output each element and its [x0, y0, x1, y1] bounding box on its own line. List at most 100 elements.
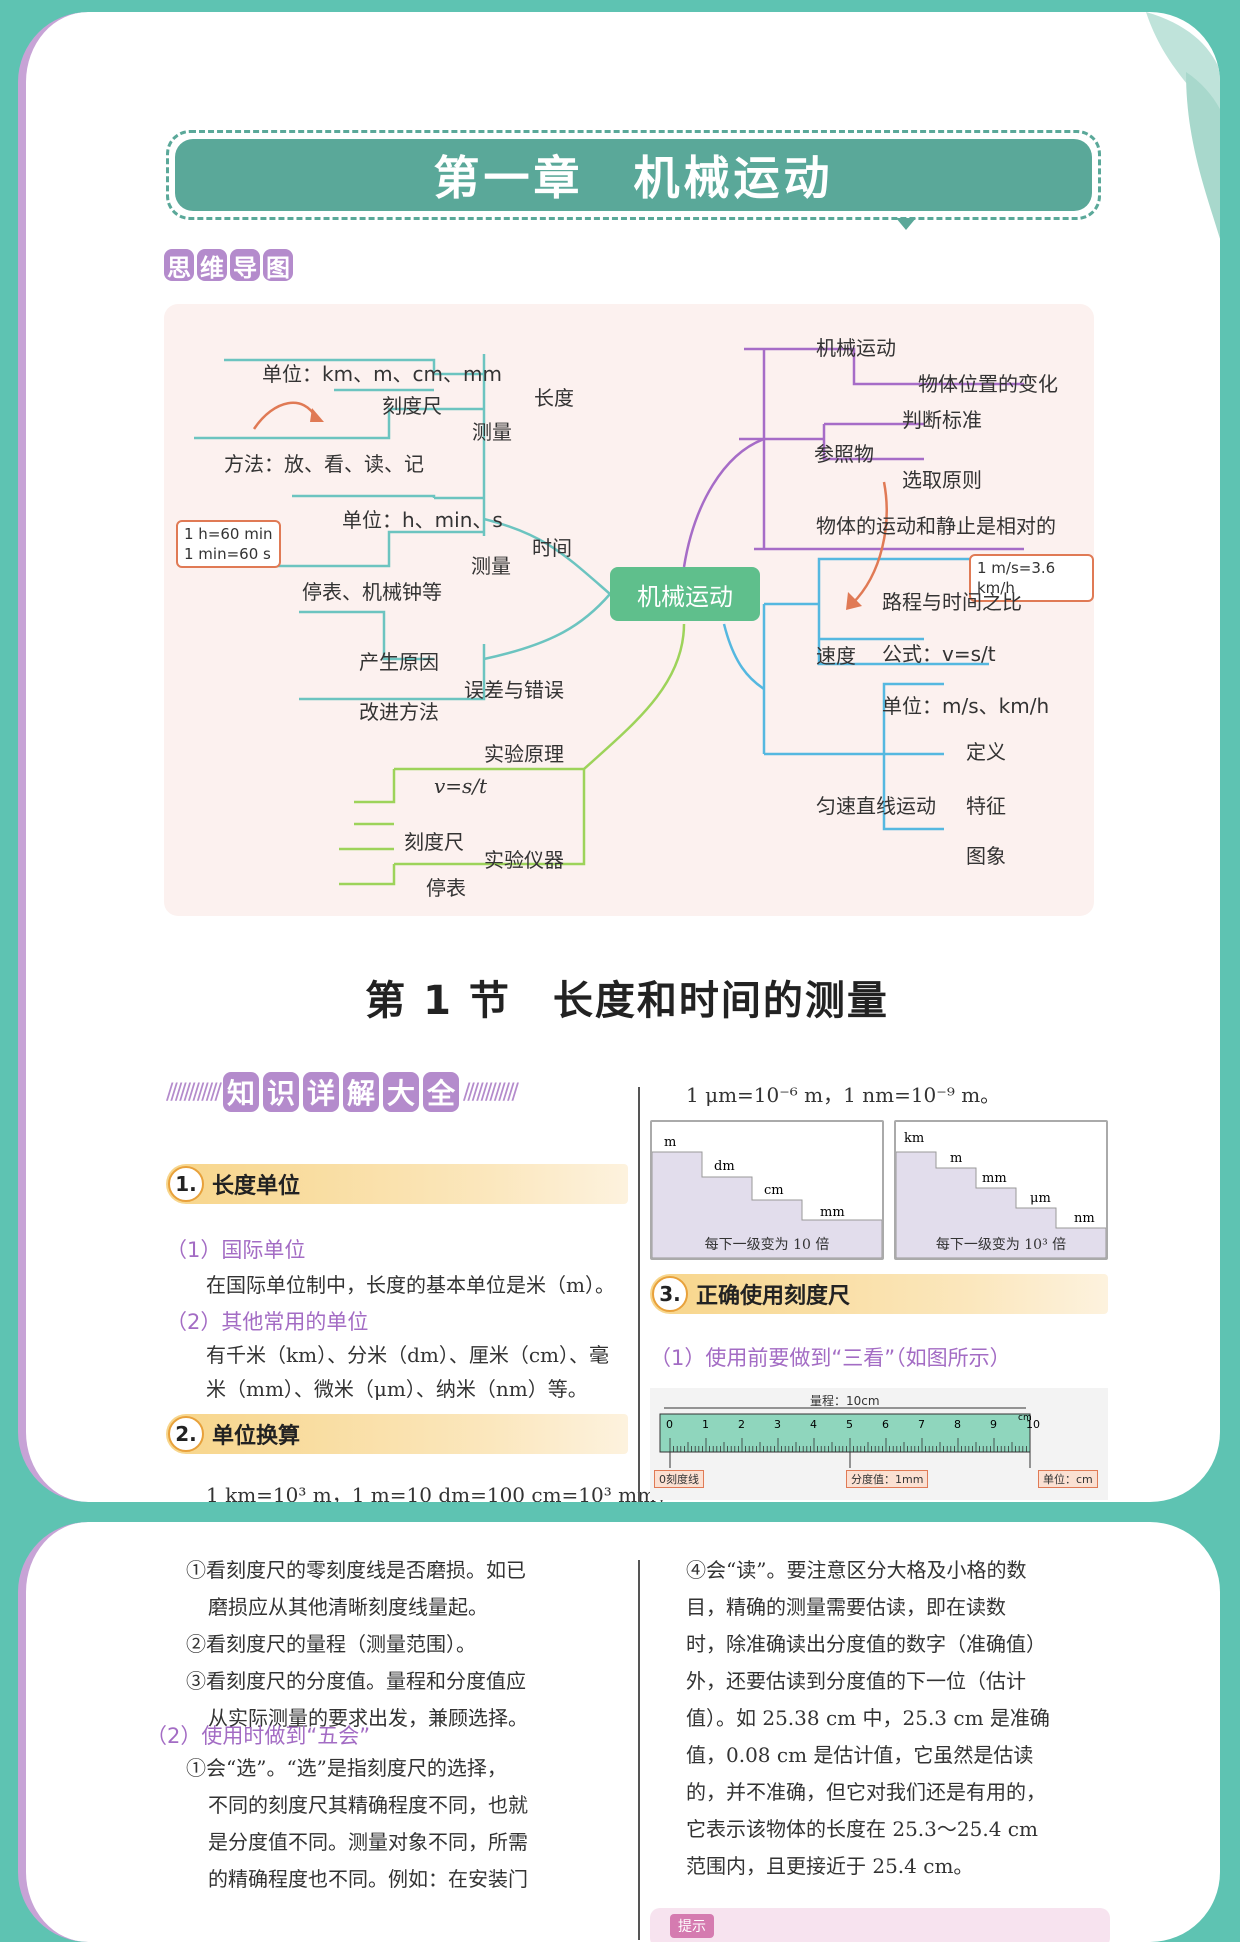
ruler-division-label: 分度值：1mm: [846, 1470, 929, 1488]
banner-char: 解: [342, 1072, 379, 1112]
stair-graphic: km m mm μm nm: [895, 1131, 1107, 1259]
mm-definition: 定义: [966, 740, 1006, 764]
paragraph: 米（mm）、微米（μm）、纳米（nm）等。: [206, 1377, 588, 1401]
svg-text:cm: cm: [764, 1183, 784, 1198]
mm-improve: 改进方法: [359, 700, 439, 724]
mm-error: 误差与错误: [464, 678, 564, 702]
mm-exp-principle: 实验原理: [484, 742, 564, 766]
text-line: 值）。如 25.38 cm 中，25.3 cm 是准确: [686, 1706, 1050, 1730]
heading-text: 长度单位: [212, 1174, 301, 1199]
text-line: ③看刻度尺的分度值。量程和分度值应: [186, 1669, 526, 1693]
decorative-slashes: ////////////: [462, 1079, 519, 1105]
heading-number: 1.: [168, 1166, 204, 1202]
ruler-zero-label: 0刻度线: [654, 1470, 704, 1488]
mm-pos-change: 物体位置的变化: [918, 372, 1058, 396]
mind-map: 机械运动 单位：km、m、cm、mm 刻度尺 长度 测量 方法：放、看、读、记 …: [164, 304, 1094, 916]
text-line: ②看刻度尺的量程（测量范围）。: [186, 1632, 476, 1656]
mm-speed-unit: 单位：m/s、km/h: [882, 694, 1050, 718]
ruler-tick-label: 7: [918, 1418, 925, 1431]
ruler-unit: cm: [1018, 1413, 1032, 1423]
knowledge-banner: //////////// 知 识 详 解 大 全 ////////////: [166, 1070, 626, 1114]
svg-text:m: m: [950, 1151, 962, 1166]
svg-text:km: km: [904, 1131, 924, 1146]
mm-time-conversion-box: 1 h=60 min 1 min=60 s: [176, 520, 281, 568]
text-line: 的，并不准确，但它对我们还是有用的，: [686, 1780, 1046, 1804]
tip-box: 提示: [650, 1908, 1110, 1942]
ruler-tick-label: 3: [774, 1418, 781, 1431]
column-divider: [638, 1560, 640, 1940]
mm-time-unit: 单位：h、min、s: [342, 508, 503, 532]
ruler-tick-label: 9: [990, 1418, 997, 1431]
ruler-tick-label: 8: [954, 1418, 961, 1431]
mm-feature: 特征: [966, 794, 1006, 818]
mindmap-label-char: 思: [164, 249, 194, 282]
column-divider: [638, 1087, 640, 1502]
ruler-tick-label: 1: [702, 1418, 709, 1431]
banner-char: 知: [222, 1072, 259, 1112]
mm-mech-motion: 机械运动: [816, 336, 896, 360]
five-skills-list: ①会“选”。“选”是指刻度尺的选择，不同的刻度尺其精确程度不同，也就是分度值不同…: [186, 1750, 626, 1898]
stair-diagram-metric: m dm cm mm 每下一级变为 10 倍: [650, 1120, 884, 1260]
banner-char: 识: [262, 1072, 299, 1112]
mindmap-center-node: 机械运动: [610, 567, 760, 621]
mindmap-label-char: 导: [230, 249, 260, 282]
mm-stopwatch: 停表、机械钟等: [302, 580, 442, 604]
text-line: 时，除准确读出分度值的数字（准确值）: [686, 1632, 1046, 1656]
heading-number: 3.: [652, 1276, 688, 1312]
heading-ruler-use: 3. 正确使用刻度尺: [650, 1274, 1108, 1314]
text-line: ④会“读”。要注意区分大格及小格的数: [686, 1558, 1027, 1582]
mm-time: 时间: [532, 536, 572, 560]
stair-graphic: m dm cm mm: [651, 1135, 883, 1259]
text-line: 值，0.08 cm 是估计值，它虽然是估读: [686, 1743, 1034, 1767]
text-line: 的精确程度也不同。例如：在安装门: [208, 1867, 528, 1891]
banner-char: 大: [382, 1072, 419, 1112]
text-line: ①会“选”。“选”是指刻度尺的选择，: [186, 1756, 507, 1780]
title-pointer: [896, 218, 916, 230]
ruler-tick-label: 4: [810, 1418, 817, 1431]
svg-text:mm: mm: [820, 1205, 845, 1220]
text-line: 从实际测量的要求出发，兼顾选择。: [208, 1706, 528, 1730]
heading-text: 单位换算: [212, 1424, 301, 1449]
reading-skill-paragraph: ④会“读”。要注意区分大格及小格的数目，精确的测量需要估读，即在读数时，除准确读…: [686, 1552, 1126, 1885]
banner-char: 全: [422, 1072, 459, 1112]
svg-text:dm: dm: [714, 1159, 735, 1174]
text-line: 它表示该物体的长度在 25.3～25.4 cm: [686, 1817, 1038, 1841]
mm-speed: 速度: [816, 644, 856, 668]
mindmap-label-char: 图: [263, 249, 293, 282]
ruler-tick-label: 5: [846, 1418, 853, 1431]
ruler-range-label: 量程：10cm: [810, 1394, 880, 1408]
paragraph: 在国际单位制中，长度的基本单位是米（m）。: [206, 1273, 615, 1297]
mm-speed-formula: 公式：v=s/t: [882, 642, 996, 666]
mm-length: 长度: [534, 386, 574, 410]
mm-measure: 测量: [472, 420, 512, 444]
text-line: 范围内，且更接近于 25.4 cm。: [686, 1854, 974, 1878]
paragraph: 有千米（km）、分米（dm）、厘米（cm）、毫: [206, 1343, 610, 1367]
mm-exp-stopwatch: 停表: [426, 876, 466, 900]
svg-text:mm: mm: [982, 1171, 1007, 1186]
text-line: 外，还要估读到分度值的下一位（估计: [686, 1669, 1026, 1693]
mm-graph: 图象: [966, 844, 1006, 868]
heading-number: 2.: [168, 1416, 204, 1452]
text-line: ①看刻度尺的零刻度线是否磨损。如已: [186, 1558, 526, 1582]
subheading: （2）使用时做到“五会”: [146, 1724, 371, 1748]
mm-exp-instrument: 实验仪器: [484, 848, 564, 872]
mm-judge: 判断标准: [902, 408, 982, 432]
mm-method: 方法：放、看、读、记: [224, 452, 424, 476]
subheading: （2）其他常用的单位: [166, 1310, 369, 1334]
heading-unit-conversion: 2. 单位换算: [166, 1414, 628, 1454]
ruler-unit-label: 单位：cm: [1038, 1470, 1098, 1488]
mindmap-label: 思 维 导 图: [164, 249, 293, 282]
banner-char: 详: [302, 1072, 339, 1112]
mind-map-connectors: [194, 347, 1024, 886]
mm-ratio: 路程与时间之比: [882, 590, 1022, 614]
stair-diagram-thousand: km m mm μm nm 每下一级变为 10³ 倍: [894, 1120, 1108, 1260]
text-line: 目，精确的测量需要估读，即在读数: [686, 1595, 1006, 1619]
mindmap-label-char: 维: [197, 249, 227, 282]
chapter-title-bar: 第一章 机械运动: [166, 130, 1101, 220]
ruler-tick-label: 0: [666, 1418, 673, 1431]
mm-select: 选取原则: [902, 468, 982, 492]
svg-text:nm: nm: [1074, 1211, 1095, 1226]
chapter-title: 第一章 机械运动: [175, 139, 1092, 211]
